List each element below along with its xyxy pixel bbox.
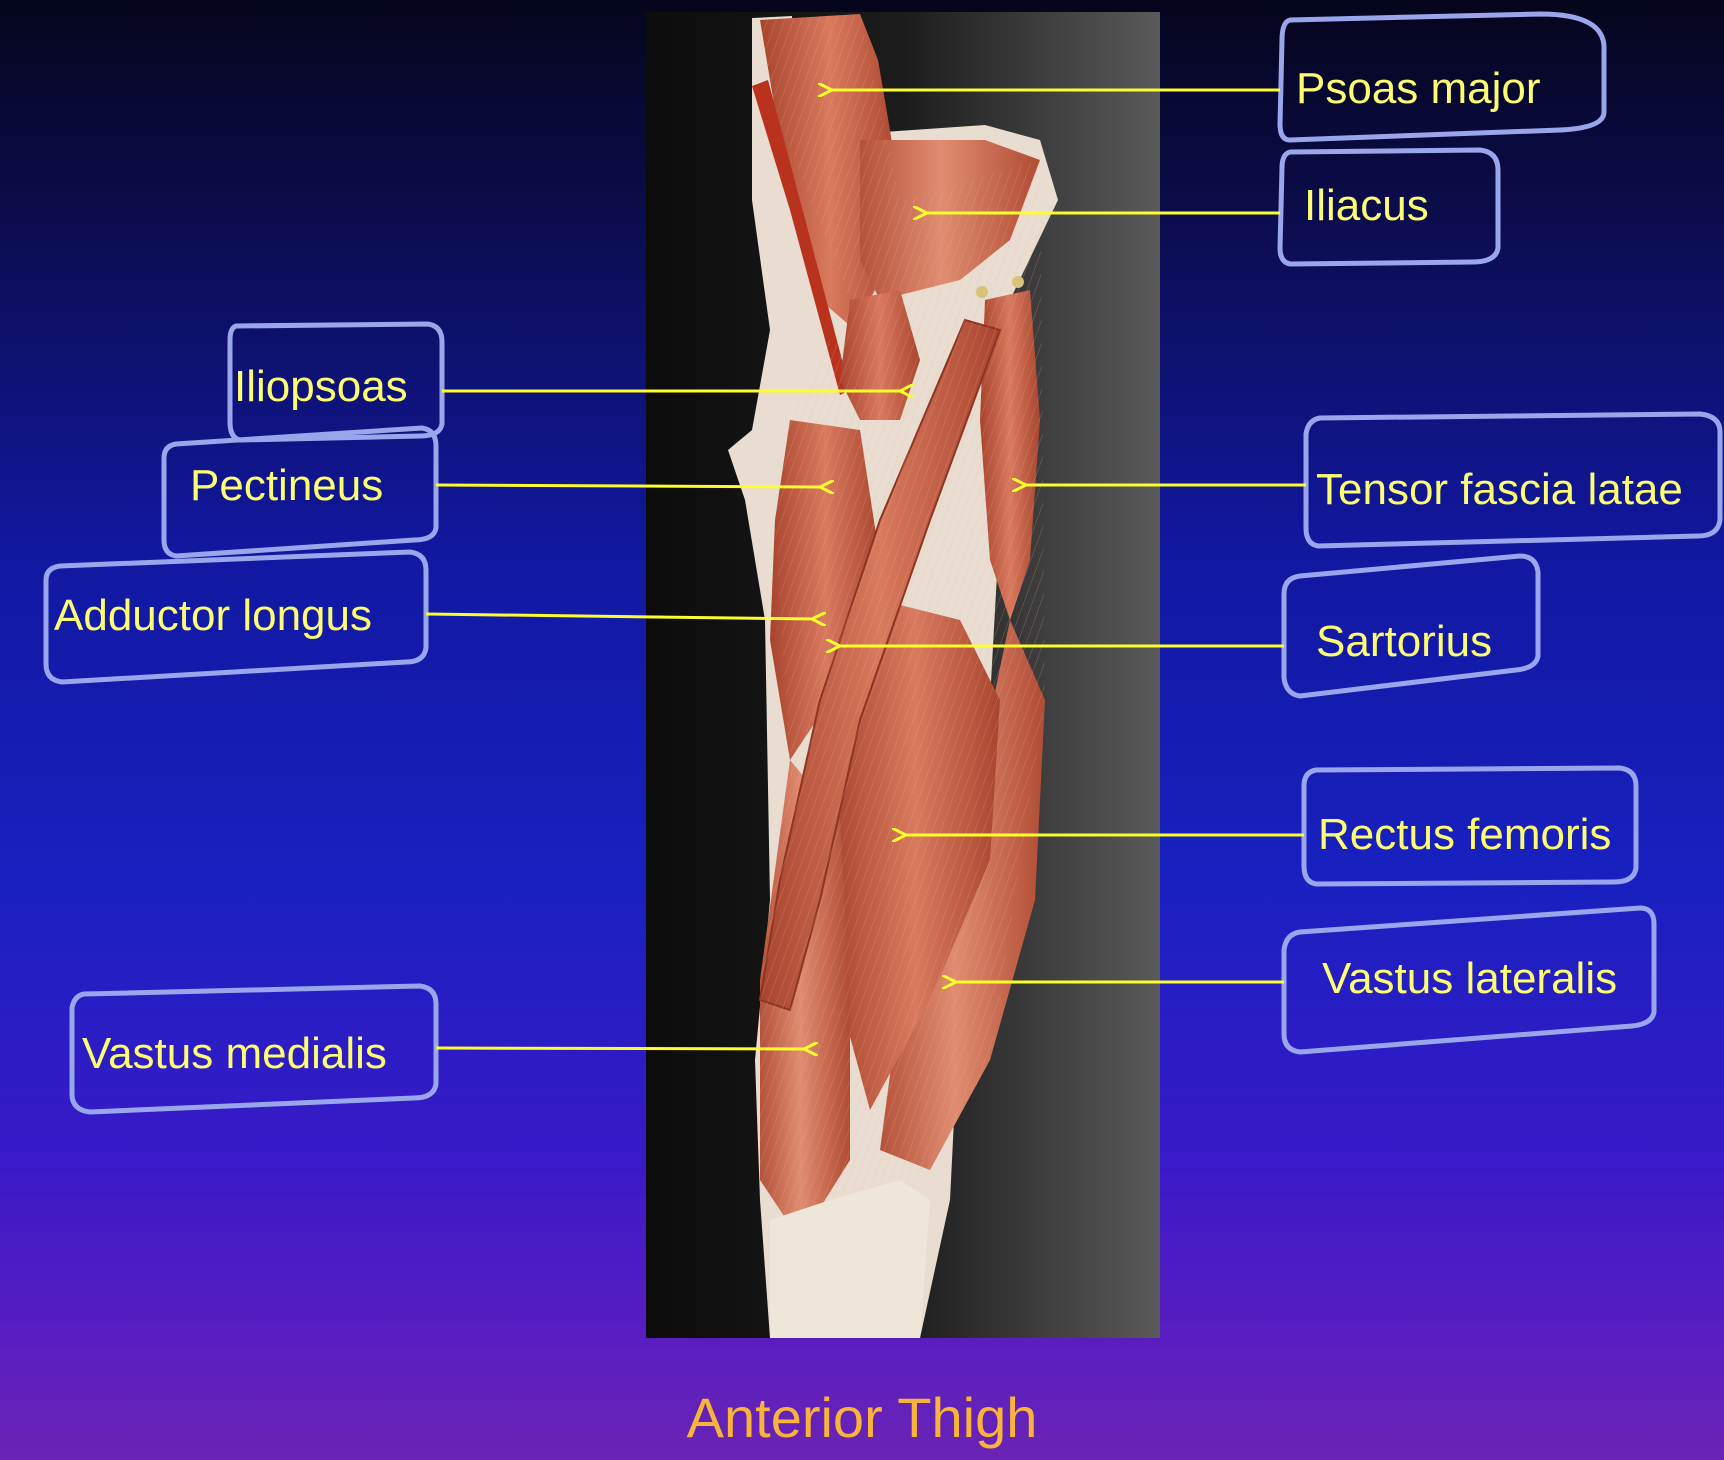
knee-tendon (770, 1180, 930, 1338)
label-adductor-longus: Adductor longus (54, 591, 372, 640)
model-pin-2 (1012, 276, 1024, 288)
label-pectineus: Pectineus (190, 461, 384, 510)
label-sartorius: Sartorius (1316, 617, 1493, 666)
label-iliopsoas: Iliopsoas (234, 362, 408, 411)
slide-title: Anterior Thigh (686, 1386, 1038, 1449)
label-rectus-femoris: Rectus femoris (1318, 810, 1612, 859)
label-psoas-major: Psoas major (1296, 64, 1541, 113)
label-tensor-fascia-latae: Tensor fascia latae (1316, 465, 1683, 514)
label-vastus-lateralis: Vastus lateralis (1322, 954, 1618, 1003)
model-pin-1 (976, 286, 988, 298)
label-iliacus: Iliacus (1304, 181, 1429, 230)
label-vastus-medialis: Vastus medialis (82, 1029, 387, 1078)
artery (752, 80, 850, 395)
muscle-fiber-texture (760, 14, 1045, 1240)
